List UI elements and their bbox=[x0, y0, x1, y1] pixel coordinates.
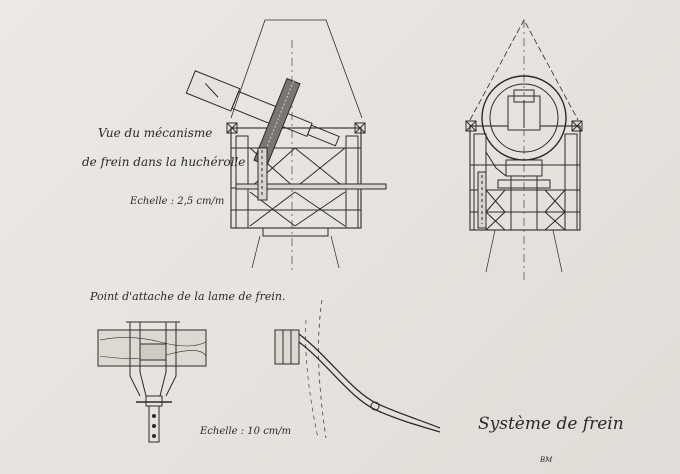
caption-top-line2: de frein dans la huchérolle bbox=[82, 155, 246, 169]
caption-top-line1: Vue du mécanisme bbox=[98, 126, 213, 140]
end-elevation-view bbox=[465, 19, 583, 280]
caption-top-scale: Echelle : 2,5 cm/m bbox=[130, 196, 225, 207]
caption-bottom-scale: Echelle : 10 cm/m bbox=[200, 426, 292, 437]
side-elevation-view bbox=[185, 19, 387, 270]
sheet-title: Système de frein bbox=[478, 414, 624, 434]
initials-mark: BM bbox=[540, 456, 553, 464]
caption-bottom-title: Point d'attache de la lame de frein. bbox=[90, 290, 286, 303]
attachment-detail-view bbox=[97, 321, 207, 443]
brake-blade-profile bbox=[274, 299, 441, 439]
